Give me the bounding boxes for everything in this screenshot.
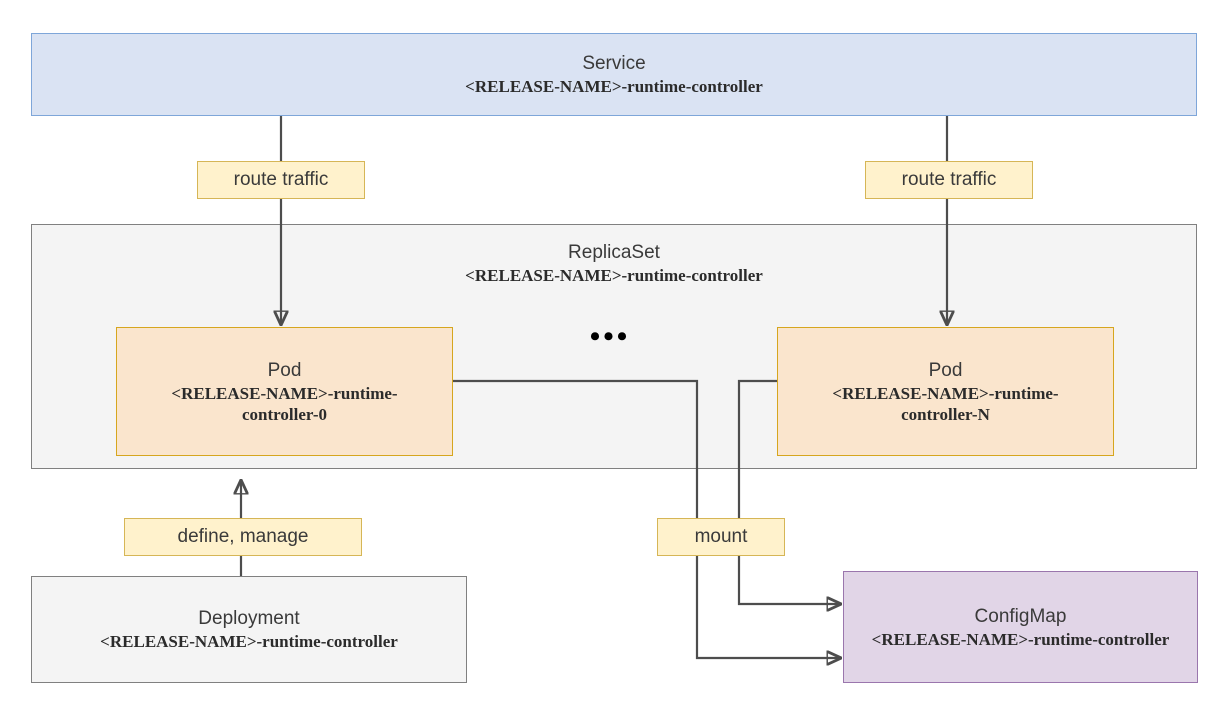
- edge-label-define-manage[interactable]: define, manage: [124, 518, 362, 556]
- deployment-name-label: <RELEASE-NAME>-runtime-controller: [100, 632, 398, 651]
- service-name-label: <RELEASE-NAME>-runtime-controller: [465, 77, 763, 96]
- more-pods-ellipsis: •••: [589, 320, 631, 353]
- service-node[interactable]: Service <RELEASE-NAME>-runtime-controlle…: [31, 33, 1197, 116]
- pod-first-kind-label: Pod: [267, 359, 302, 381]
- deployment-node[interactable]: Deployment <RELEASE-NAME>-runtime-contro…: [31, 576, 467, 683]
- edge-label-mount[interactable]: mount: [657, 518, 785, 556]
- pod-last-name-label: <RELEASE-NAME>-runtime-controller-N: [832, 383, 1059, 424]
- pod-node-first[interactable]: Pod <RELEASE-NAME>-runtime-controller-0: [116, 327, 453, 456]
- replicaset-name-label: <RELEASE-NAME>-runtime-controller: [465, 266, 763, 285]
- deployment-kind-label: Deployment: [198, 608, 300, 629]
- pod-node-last[interactable]: Pod <RELEASE-NAME>-runtime-controller-N: [777, 327, 1114, 456]
- service-kind-label: Service: [582, 53, 646, 74]
- pod-last-kind-label: Pod: [928, 359, 963, 381]
- edge-label-route-traffic-right[interactable]: route traffic: [865, 161, 1033, 199]
- replicaset-kind-label: ReplicaSet: [568, 242, 660, 263]
- pod-first-name-label: <RELEASE-NAME>-runtime-controller-0: [171, 383, 398, 424]
- edge-label-route-traffic-left[interactable]: route traffic: [197, 161, 365, 199]
- configmap-name-label: <RELEASE-NAME>-runtime-controller: [871, 629, 1170, 649]
- configmap-kind-label: ConfigMap: [974, 605, 1067, 627]
- configmap-node[interactable]: ConfigMap <RELEASE-NAME>-runtime-control…: [843, 571, 1198, 683]
